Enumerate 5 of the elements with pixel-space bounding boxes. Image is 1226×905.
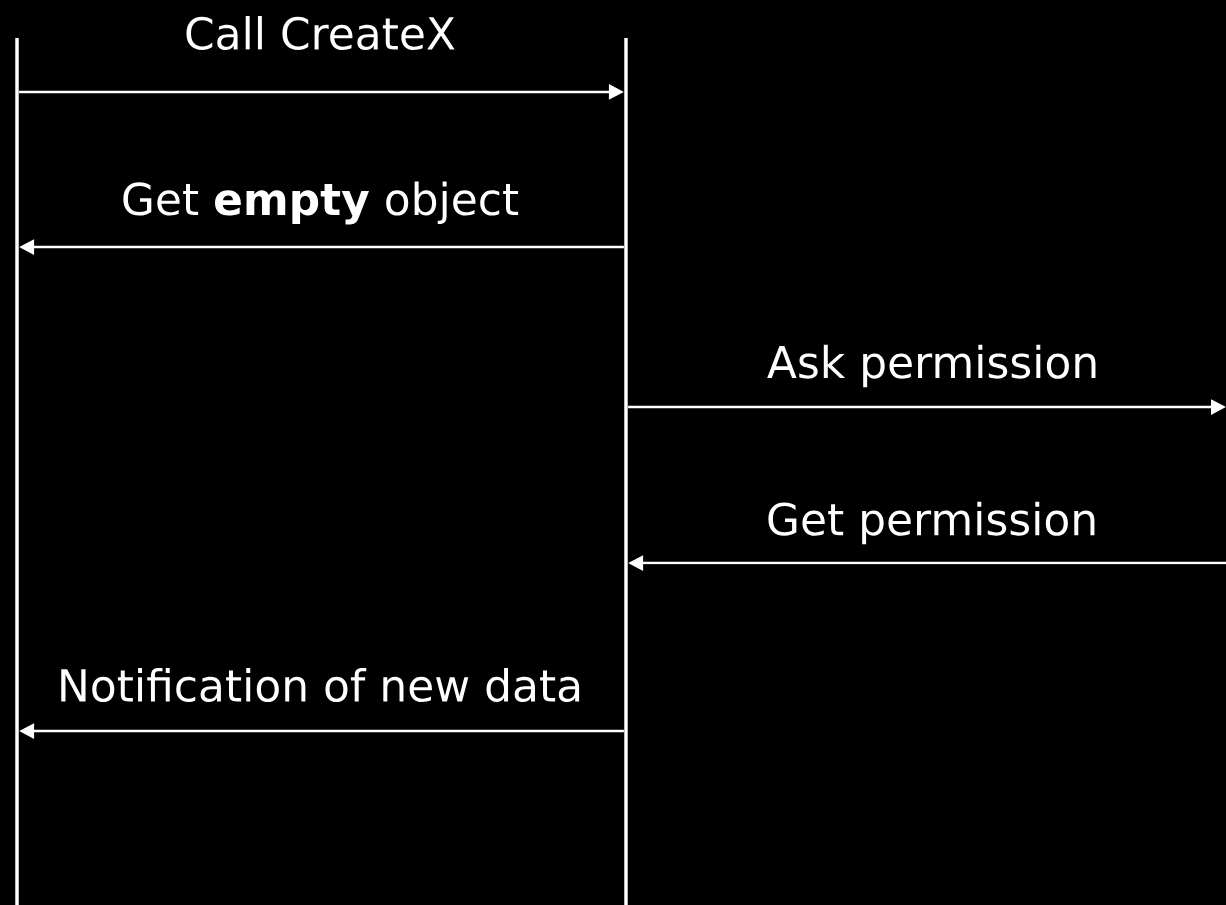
edge-label: Notification of new data [55, 666, 585, 704]
edge-label: Get permission [764, 500, 1100, 546]
edge-label: Get empty object [119, 179, 521, 227]
edge-label: Call CreateX [182, 14, 458, 52]
edge-label: Ask permission [765, 343, 1101, 389]
